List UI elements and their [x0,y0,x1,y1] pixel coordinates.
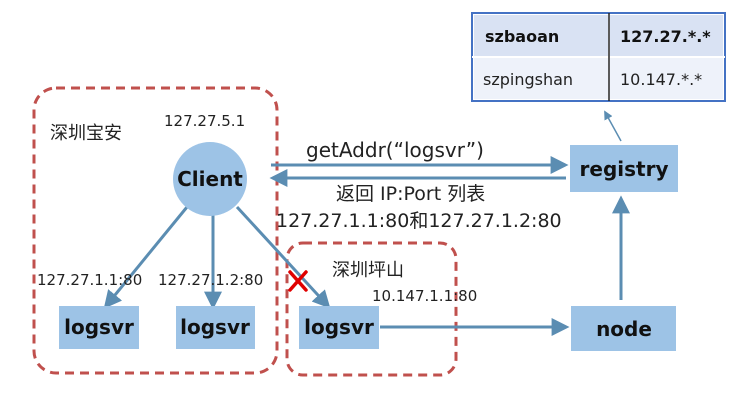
table-cell-bg [610,15,723,56]
client-node [173,142,247,216]
logsvr-ip: 127.27.1.1:80 [37,271,142,289]
logsvr-ip: 10.147.1.1:80 [372,287,477,305]
response-message-line2: 127.27.1.1:80和127.27.1.2:80 [276,210,562,232]
logsvr-label: logsvr [180,315,250,339]
registry-to-table-arrow [604,110,622,142]
region-baoan-label: 深圳宝安 [50,123,122,144]
cross-icon [288,270,308,292]
table-row: szpingshan [483,70,573,89]
table-row: 10.147.*.* [620,70,702,89]
client-to-logsvr-1-arrow [103,206,189,309]
logsvr-ip: 127.27.1.2:80 [158,271,263,289]
region-lookup-table: szbaoan 127.27.*.* szpingshan 10.147.*.* [471,12,726,102]
client-to-logsvr-3-arrow [235,205,331,309]
region-baoan-box [32,86,279,375]
registry-label: registry [580,157,669,181]
request-message: getAddr(“logsvr”) [306,138,484,162]
table-cell-bg [610,58,723,99]
node-node [571,306,676,351]
table-row: 127.27.*.* [620,27,711,46]
region-pingshan-label: 深圳坪山 [332,260,404,281]
logsvr-node-1 [59,306,139,349]
region-pingshan-box [285,241,458,377]
table-cell-bg [474,15,608,56]
logsvr-label: logsvr [304,315,374,339]
logsvr-node-3 [299,306,379,349]
registry-node [570,145,678,192]
client-label: Client [177,167,243,191]
client-ip: 127.27.5.1 [164,112,245,130]
response-message-line1: 返回 IP:Port 列表 [336,183,485,205]
logsvr-label: logsvr [64,315,134,339]
table-row: szbaoan [485,27,559,46]
logsvr-node-2 [176,306,255,349]
table-cell-bg [474,58,608,99]
node-label: node [596,317,652,341]
